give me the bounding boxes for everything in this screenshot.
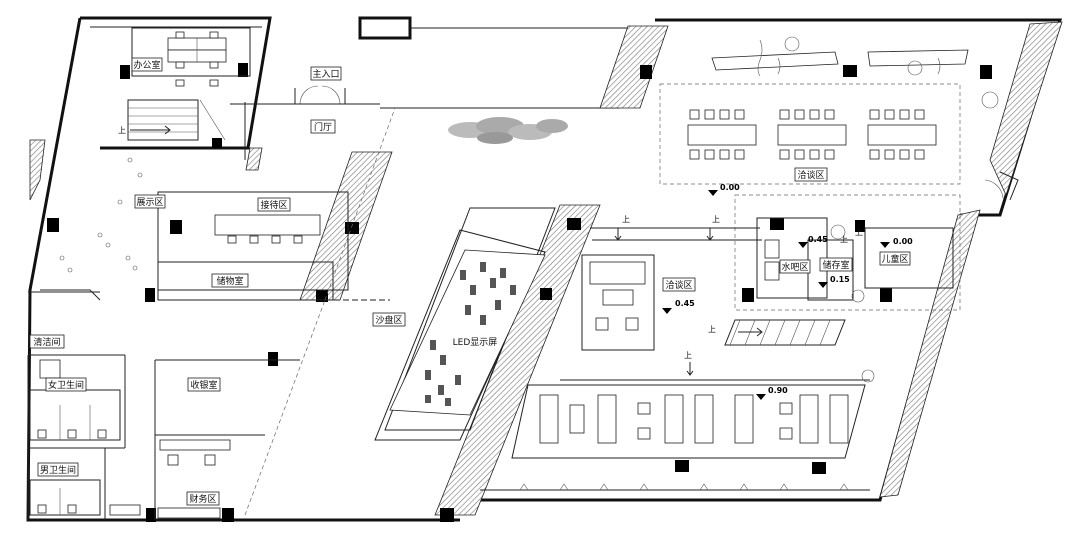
hatched-walls	[29, 21, 1063, 516]
label-office: 办公室	[131, 57, 163, 72]
restroom-fixtures	[29, 359, 141, 516]
label-led: LED显示屏	[453, 337, 498, 348]
sand-table	[374, 207, 556, 441]
svg-text:办公室: 办公室	[133, 59, 160, 71]
exhibition-dots	[59, 157, 143, 273]
negotiation-area-mid	[581, 254, 655, 351]
svg-text:LED显示屏: LED显示屏	[453, 337, 498, 348]
svg-text:儿童区: 儿童区	[881, 253, 908, 265]
svg-text:收银室: 收银室	[190, 379, 217, 391]
svg-text:水吧区: 水吧区	[781, 261, 808, 273]
level-marker-6: 0.90	[756, 386, 788, 400]
label-kids: 儿童区	[879, 251, 911, 266]
svg-text:0.00: 0.00	[720, 183, 740, 192]
svg-text:储存室: 储存室	[822, 259, 849, 271]
svg-text:0.00: 0.00	[893, 237, 913, 246]
negotiation-area-top	[659, 36, 999, 185]
svg-text:沙盘区: 沙盘区	[375, 314, 402, 326]
svg-text:男卫生间: 男卫生间	[40, 464, 76, 476]
main-entrance-doors	[230, 85, 380, 105]
office-area	[127, 27, 251, 141]
svg-text:0.90: 0.90	[768, 386, 788, 395]
svg-text:0.15: 0.15	[830, 275, 850, 284]
up-markers: 上 上 上 上 上 上 上	[118, 126, 863, 360]
svg-text:女卫生间: 女卫生间	[48, 379, 84, 391]
svg-text:接待区: 接待区	[260, 199, 287, 211]
label-main-entrance: 主入口	[310, 66, 342, 81]
level-marker-1: 0.00	[708, 183, 740, 196]
label-cleaning: 清洁间	[29, 334, 65, 349]
svg-text:主入口: 主入口	[312, 68, 339, 80]
up-marker-6: 上	[855, 228, 863, 237]
landscape-cloud	[448, 117, 568, 144]
svg-text:洽谈区: 洽谈区	[797, 169, 824, 181]
up-marker-5: 上	[840, 235, 848, 244]
label-water-bar: 水吧区	[779, 259, 811, 274]
svg-text:洽谈区: 洽谈区	[665, 279, 692, 291]
level-marker-3: 0.00	[880, 237, 913, 248]
label-exhibition: 展示区	[134, 194, 166, 209]
up-marker-4: 上	[684, 351, 692, 360]
water-bar-block	[724, 194, 961, 346]
step-markers	[590, 227, 762, 376]
cashier-furniture	[157, 439, 231, 519]
lower-lounge	[511, 369, 875, 459]
label-negotiation-top: 洽谈区	[794, 167, 828, 182]
label-female-wc: 女卫生间	[45, 377, 87, 392]
level-markers: 0.00 0.45 0.00 0.45 0.15 0.90	[662, 183, 913, 400]
up-marker-2: 上	[712, 215, 720, 224]
svg-text:财务区: 财务区	[189, 493, 216, 505]
label-storeroom: 储存室	[819, 257, 853, 272]
reception-area	[157, 191, 349, 301]
interior-partitions	[27, 102, 396, 520]
svg-text:展示区: 展示区	[136, 197, 163, 208]
up-marker-office: 上	[118, 126, 126, 135]
label-storage: 储物室	[211, 273, 249, 288]
bottom-facade	[480, 483, 870, 491]
water-bar-stairs	[724, 319, 846, 346]
room-labels: 办公室 主入口 门厅 展示区 接待区 储物室 沙盘区 LED显示屏	[29, 57, 911, 506]
level-marker-2: 0.45	[798, 235, 828, 248]
svg-text:0.45: 0.45	[808, 235, 828, 244]
svg-text:门厅: 门厅	[314, 121, 332, 133]
office-stairs	[127, 99, 199, 141]
label-hall: 门厅	[310, 119, 336, 134]
label-sand-table: 沙盘区	[372, 312, 406, 327]
svg-text:0.45: 0.45	[675, 299, 695, 308]
label-male-wc: 男卫生间	[37, 462, 79, 477]
level-marker-5: 0.15	[818, 275, 850, 288]
svg-text:储物室: 储物室	[216, 275, 243, 287]
up-marker-3: 上	[708, 325, 716, 334]
up-marker-1: 上	[622, 215, 630, 224]
level-marker-4: 0.45	[662, 299, 695, 314]
label-negotiation-mid: 洽谈区	[662, 277, 696, 292]
svg-text:清洁间: 清洁间	[33, 336, 60, 348]
label-cashier: 收银室	[187, 377, 221, 392]
side-door	[984, 171, 1019, 201]
label-reception: 接待区	[257, 197, 291, 212]
label-finance: 财务区	[186, 491, 220, 506]
